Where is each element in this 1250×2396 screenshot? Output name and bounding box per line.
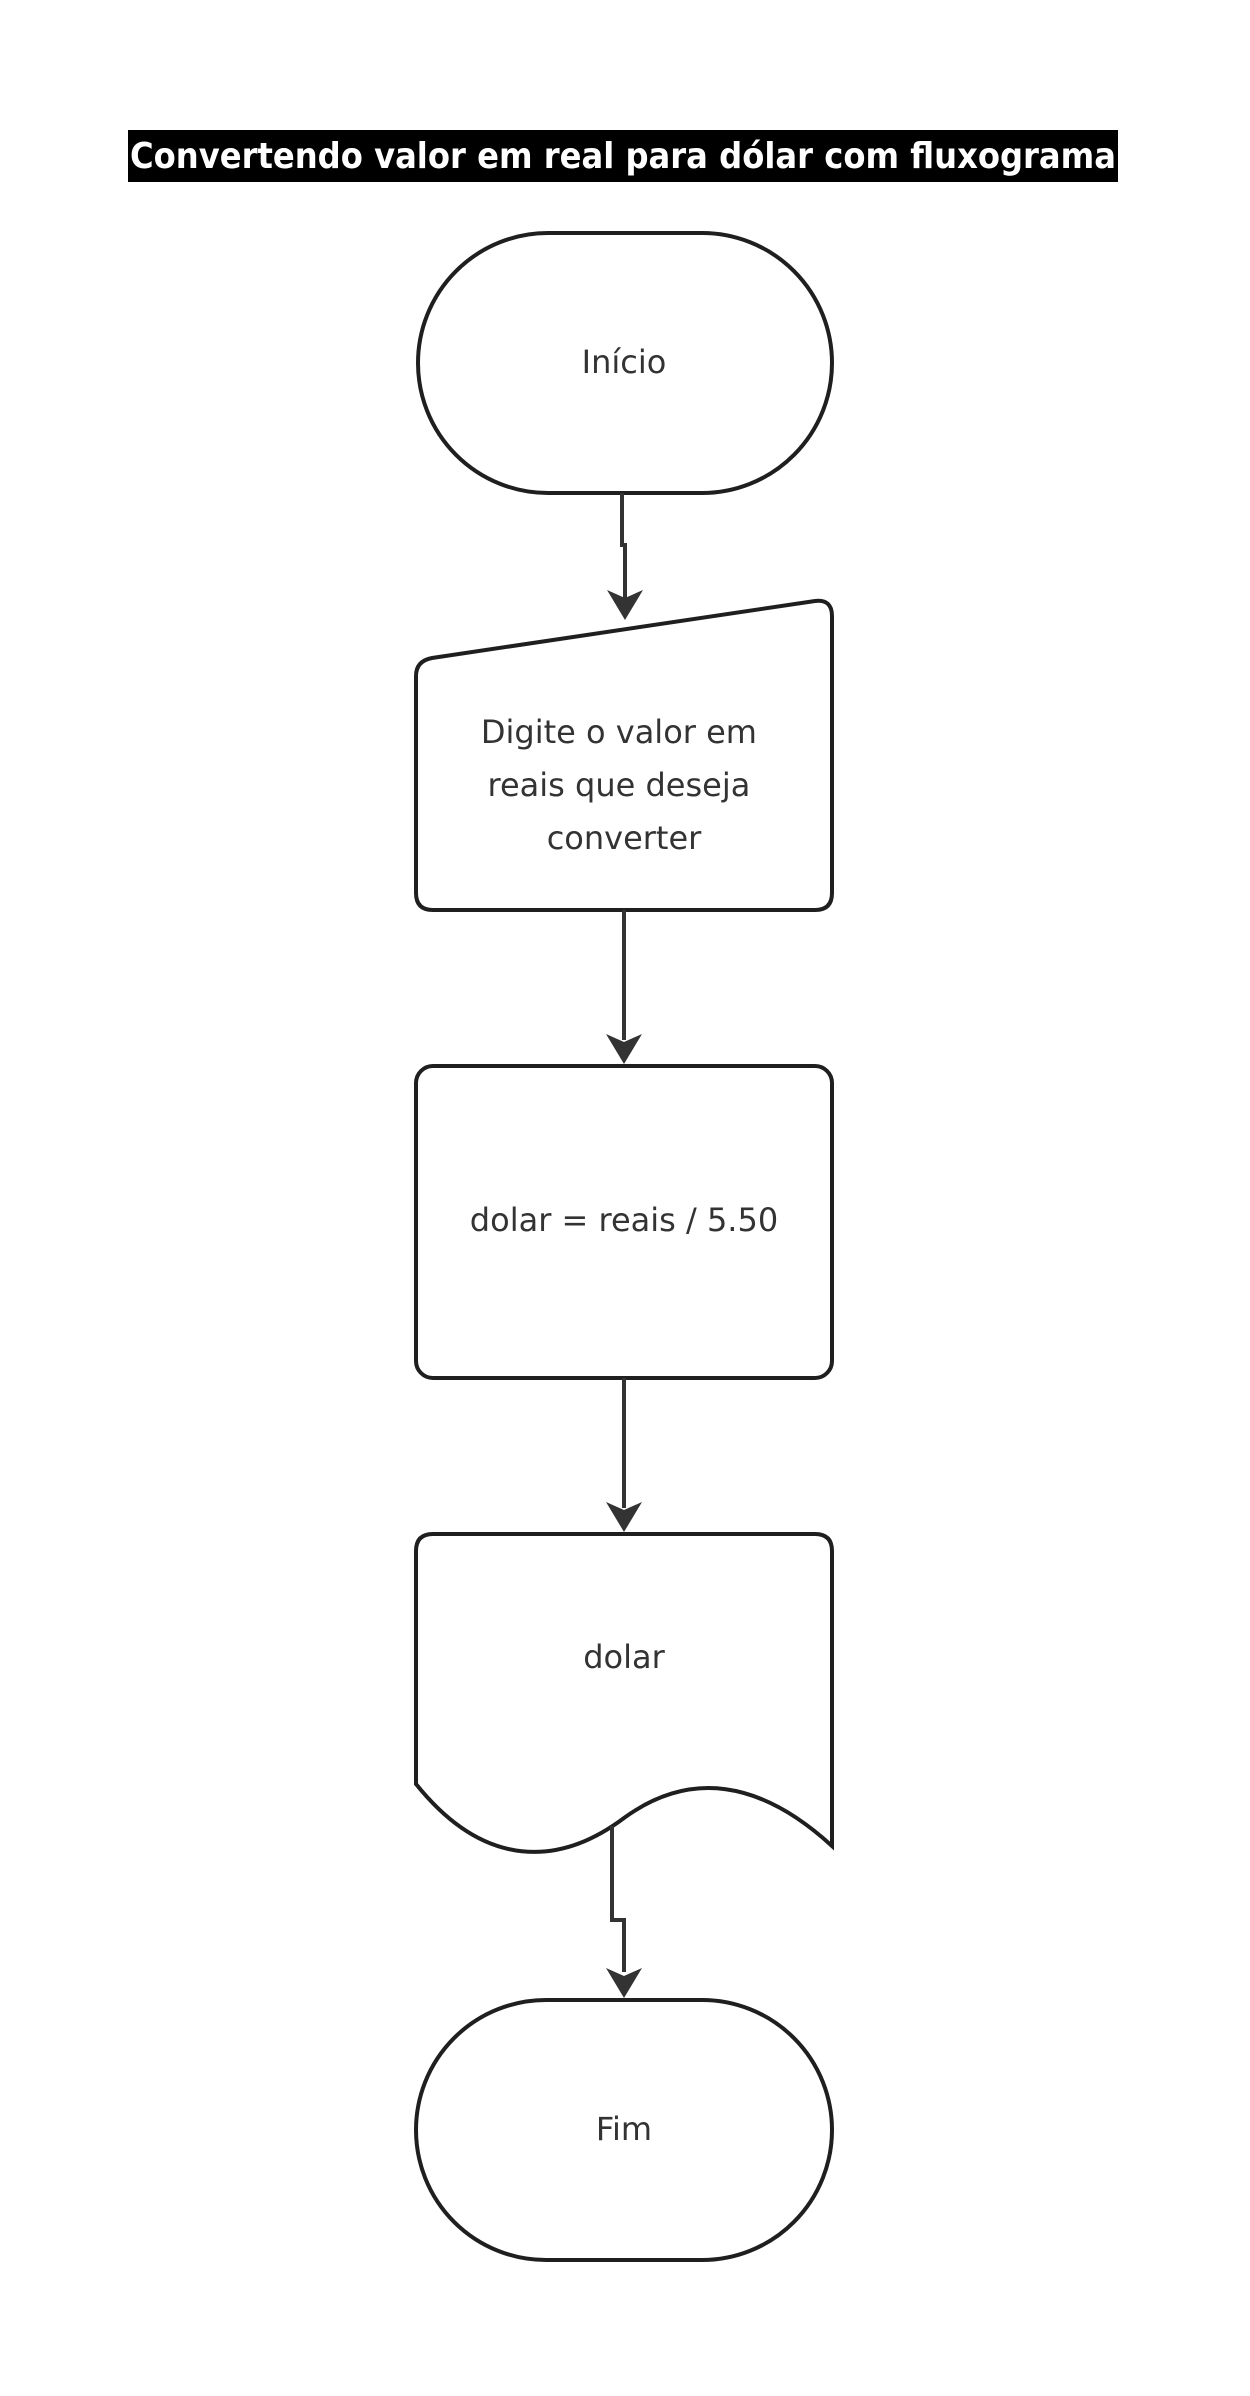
arrowhead	[606, 1502, 642, 1532]
arrowhead	[606, 1034, 642, 1064]
arrowhead	[606, 1968, 642, 1998]
output-node[interactable]: dolar	[414, 1532, 834, 1854]
connector-line	[610, 1826, 626, 1972]
title-group: Convertendo valor em real para dólar com…	[128, 130, 1118, 182]
edge-process-to-output	[606, 1378, 642, 1532]
input-node[interactable]: Digite o valor em reais que deseja conve…	[414, 598, 834, 912]
document-shape	[414, 1532, 834, 1854]
input-label-line-3: converter	[547, 819, 702, 857]
start-terminator-shape	[416, 231, 834, 495]
end-terminator-shape	[414, 1998, 834, 2262]
end-label: Fim	[596, 2110, 652, 2148]
input-label-line-2: reais que deseja	[488, 766, 751, 804]
end-node[interactable]: Fim	[414, 1998, 834, 2262]
edge-output-to-end	[606, 1826, 642, 1998]
edge-input-to-process	[606, 910, 642, 1064]
input-label-line-1: Digite o valor em	[481, 713, 757, 751]
arrowhead	[607, 590, 643, 620]
connector-line	[620, 493, 627, 598]
start-node[interactable]: Início	[416, 231, 834, 495]
output-label: dolar	[583, 1638, 665, 1676]
manual-input-shape	[414, 598, 834, 912]
flowchart-title: Convertendo valor em real para dólar com…	[130, 136, 1116, 177]
process-label: dolar = reais / 5.50	[470, 1201, 778, 1239]
edge-start-to-input	[607, 493, 643, 620]
process-node[interactable]: dolar = reais / 5.50	[414, 1064, 834, 1380]
title-background	[128, 130, 1118, 182]
start-label: Início	[582, 343, 667, 381]
input-label: Digite o valor em reais que deseja conve…	[481, 713, 767, 857]
